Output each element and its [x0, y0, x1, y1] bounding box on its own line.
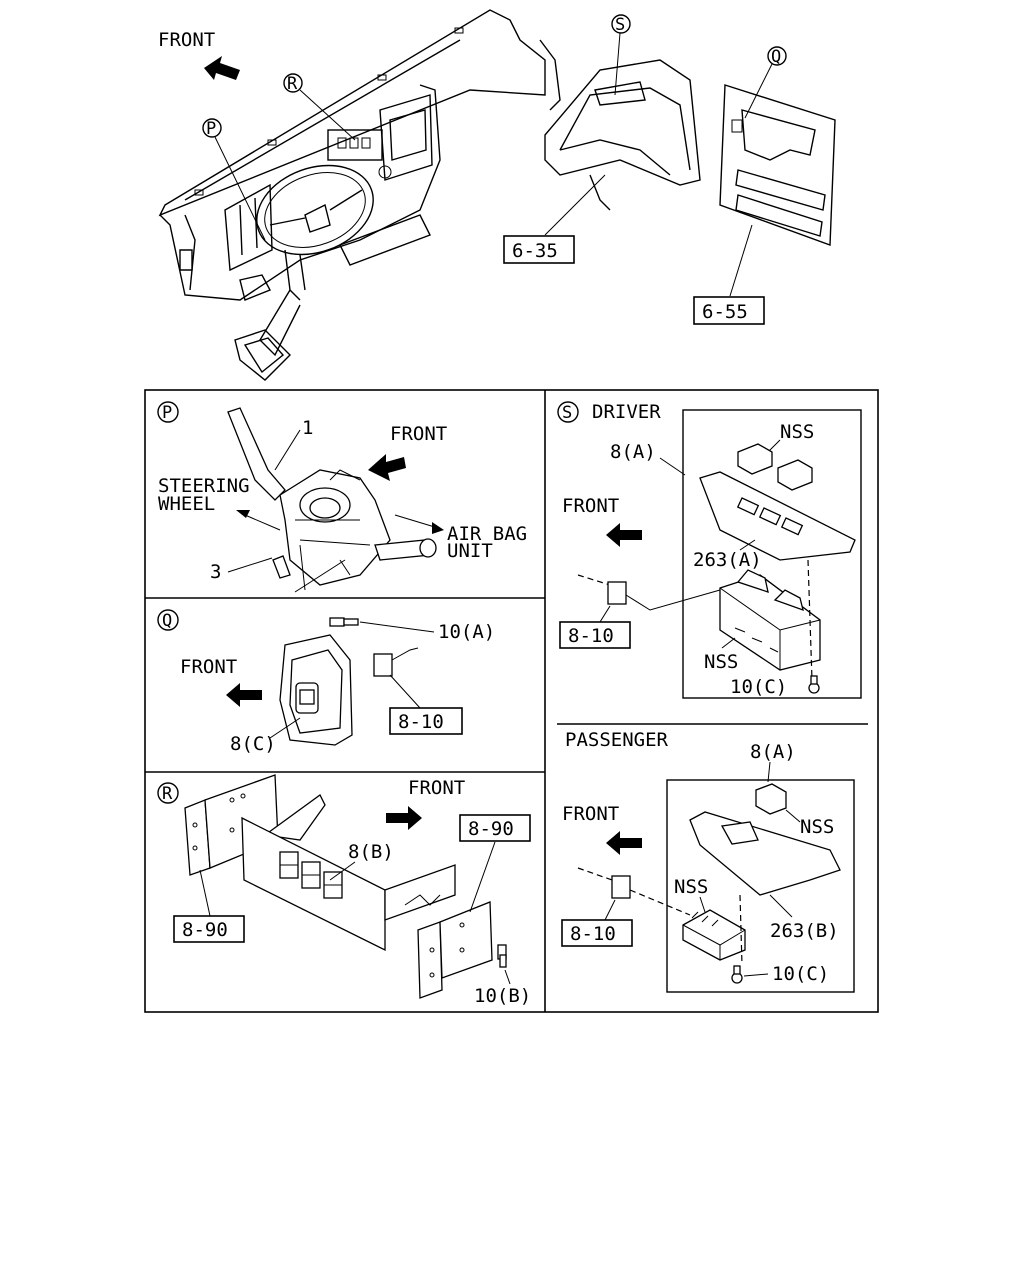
part-3-label: 3 [210, 561, 221, 583]
driver-switch-knobs-icon [737, 443, 813, 491]
panel-s-marker-label: S [562, 403, 572, 423]
airbag-unit-label-2: UNIT [447, 540, 493, 562]
passenger-switch-knob-icon [755, 783, 787, 815]
panel-p-marker-label: P [162, 403, 172, 423]
driver-bezel-263a-label: 263(A) [693, 549, 762, 571]
panel-q-front-label: FRONT [180, 656, 237, 678]
driver-connector-icon [607, 581, 627, 605]
ref-8-90-right-label: 8-90 [468, 818, 514, 840]
callout-q-marker [767, 46, 787, 66]
panel-q: Q FRONT 10(A) 8(C) 8-10 [157, 609, 495, 755]
driver-bezel-icon [699, 471, 856, 561]
panel-p-front-label: FRONT [390, 423, 447, 445]
steering-wheel-icon [256, 164, 374, 256]
ref-6-55-box [693, 296, 765, 325]
driver-ref-8-10-label: 8-10 [568, 625, 614, 647]
part-1-label: 1 [302, 417, 313, 439]
driver-nss-bottom-label: NSS [704, 651, 738, 673]
passenger-ref-8-10-label: 8-10 [570, 923, 616, 945]
screw-10b-label: 10(B) [474, 985, 531, 1007]
bracket-right-icon [417, 901, 493, 999]
callout-p-label: P [206, 119, 216, 139]
panel-r-marker-label: R [162, 784, 173, 804]
screw-10b-icon [497, 944, 507, 968]
overview-front-arrow-icon [204, 56, 240, 80]
ref-6-35-label: 6-35 [512, 240, 558, 262]
connector-icon [373, 647, 419, 677]
overview-front-label: FRONT [158, 29, 215, 51]
screw-10a-label: 10(A) [438, 621, 495, 643]
passenger-front-arrow-icon [606, 831, 642, 855]
driver-inset-box [682, 409, 862, 699]
dashboard-top-icon [158, 9, 546, 217]
driver-front-arrow-icon [606, 523, 642, 547]
panel-q-front-arrow-icon [226, 683, 262, 707]
panel-r: R FRONT 8(B) [157, 774, 531, 1007]
passenger-connector-icon [611, 875, 631, 899]
driver-screw-icon [808, 675, 820, 694]
panel-r-front-label: FRONT [408, 777, 465, 799]
screw-10a-icon [329, 617, 359, 627]
driver-nss-top-label: NSS [780, 421, 814, 443]
panel-p-front-arrow-icon [368, 454, 406, 481]
panel-p: P FRONT 1 STEERING WHEEL AIR BAG UNIT 3 [157, 401, 527, 593]
passenger-ref-8-10-box [561, 919, 633, 947]
passenger-nss-right-label: NSS [800, 816, 834, 838]
driver-switch-unit-icon [719, 569, 821, 671]
ref-8-90-right-box [459, 814, 531, 842]
callout-p-marker [202, 118, 222, 138]
detail-frame [144, 389, 879, 1013]
passenger-nss-left-label: NSS [674, 876, 708, 898]
switch-panel-icon [241, 794, 456, 952]
passenger-inset-box [666, 779, 855, 993]
panel-s-marker [557, 401, 579, 423]
door-panel-icon [719, 84, 836, 246]
driver-ref-8-10-box [559, 621, 631, 649]
driver-switch-8a-label: 8(A) [610, 441, 656, 463]
combination-switch-icon [227, 407, 437, 593]
callout-s-label: S [615, 15, 625, 35]
door-trim-icon [544, 59, 701, 186]
passenger-bezel-icon [689, 811, 841, 896]
steering-wheel-label-2: WHEEL [158, 493, 215, 515]
passenger-bezel-263b-label: 263(B) [770, 920, 839, 942]
panel-q-marker [157, 609, 179, 631]
passenger-switch-unit-icon [682, 909, 746, 961]
ref-8-90-left-label: 8-90 [182, 919, 228, 941]
ref-8-10-q-label: 8-10 [398, 711, 444, 733]
steering-wheel-label-1: STEERING [158, 475, 250, 497]
ref-6-55-label: 6-55 [702, 301, 748, 323]
callout-r-marker [283, 73, 303, 93]
ref-8-10-q-box [389, 707, 463, 735]
callout-s-marker [611, 14, 631, 34]
panel-s-driver: S DRIVER 8(A) NSS FRONT 263(A) [557, 401, 862, 699]
panel-s-title: DRIVER [592, 401, 661, 423]
passenger-switch-8a-label: 8(A) [750, 741, 796, 763]
airbag-unit-label-1: AIR BAG [447, 523, 527, 545]
passenger-screw-10c-label: 10(C) [772, 963, 829, 985]
panel-r-front-arrow-icon [386, 806, 422, 830]
overview-illustration: FRONT [158, 9, 836, 381]
driver-front-label: FRONT [562, 495, 619, 517]
panel-r-marker [157, 782, 179, 804]
switch-8c-label: 8(C) [230, 733, 276, 755]
passenger-screw-icon [731, 965, 743, 984]
passenger-title: PASSENGER [565, 729, 669, 751]
panel-p-marker [157, 401, 179, 423]
ref-6-35-box [503, 235, 575, 264]
panel-q-marker-label: Q [162, 611, 172, 631]
callout-r-label: R [287, 74, 298, 94]
panel-passenger: PASSENGER 8(A) NSS FRONT 263(B) NSS [561, 729, 855, 993]
passenger-front-label: FRONT [562, 803, 619, 825]
callout-q-label: Q [771, 47, 781, 67]
driver-screw-10c-label: 10(C) [730, 676, 787, 698]
switch-8b-label: 8(B) [348, 841, 394, 863]
ref-8-90-left-box [173, 915, 245, 943]
mirror-switch-icon [279, 634, 353, 746]
